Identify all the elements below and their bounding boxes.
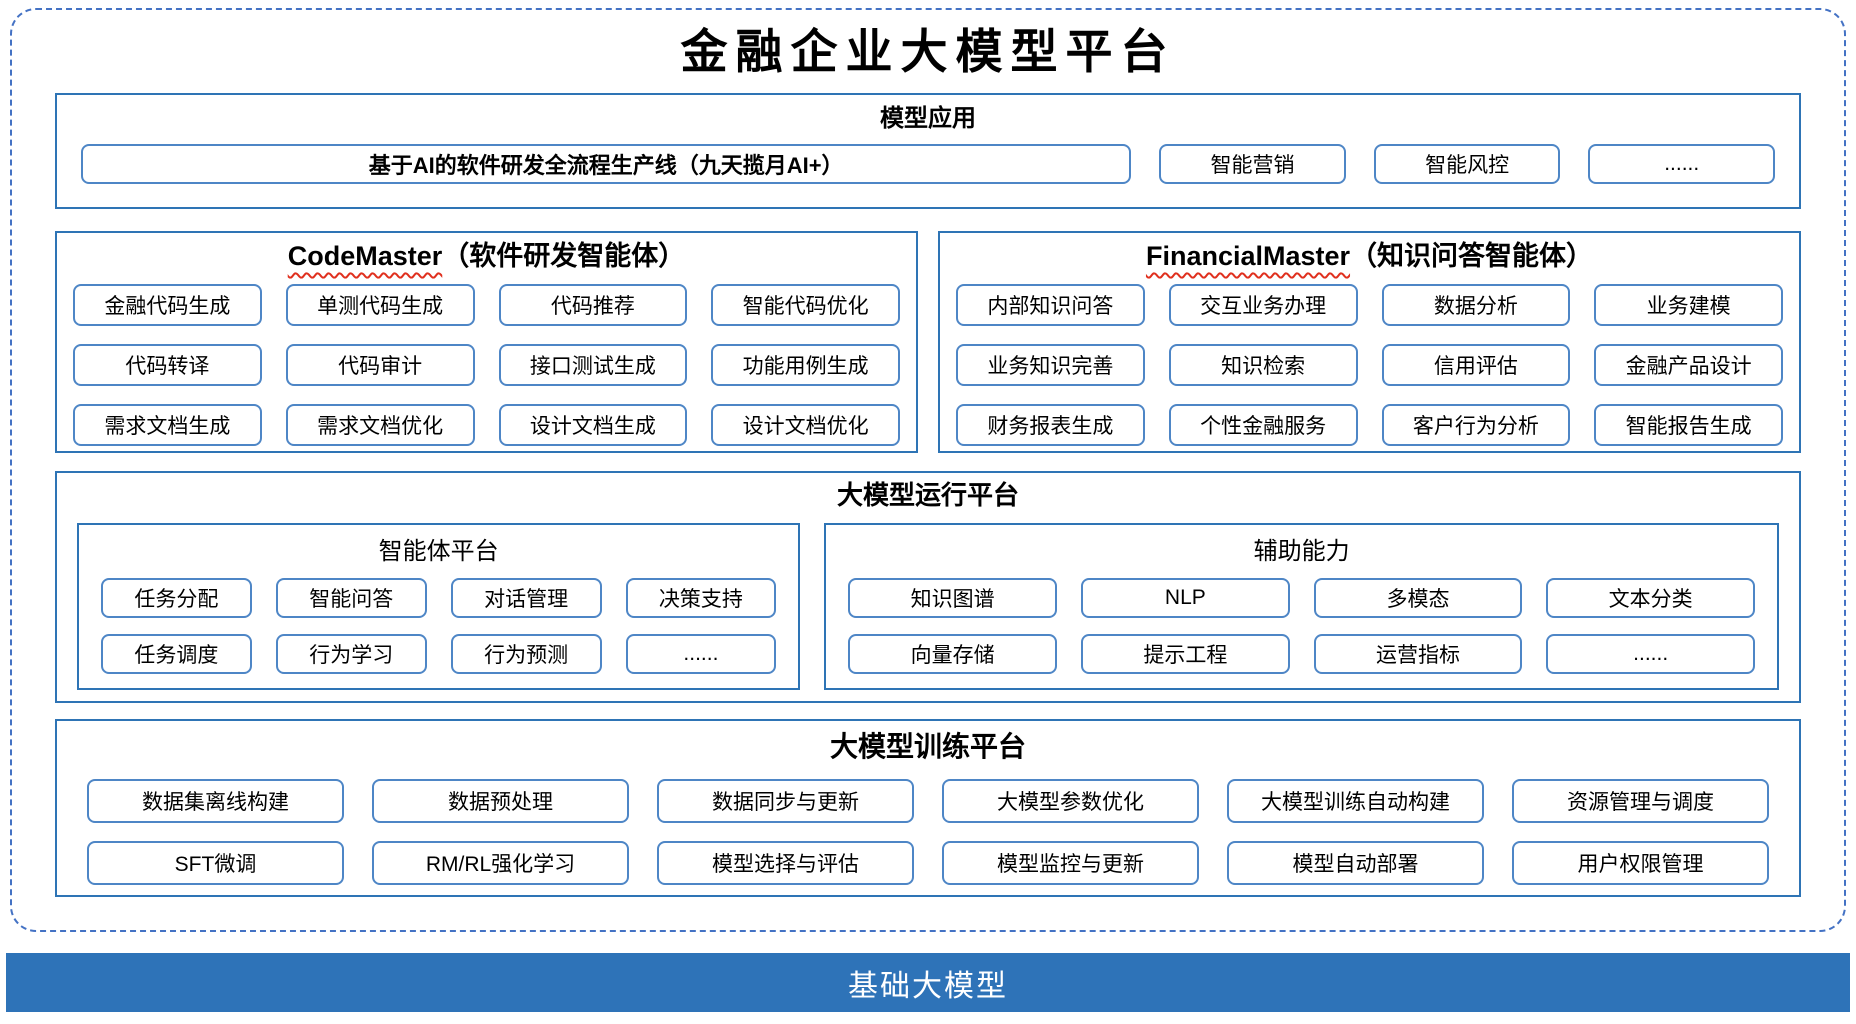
aux-ability-box: 多模态 (1313, 577, 1523, 618)
financialmaster-title-zh: （知识问答智能体） (1350, 240, 1594, 271)
agent-platform-box: 任务调度 (101, 633, 252, 674)
financialmaster-capability-box: 金融产品设计 (1594, 343, 1783, 386)
training-capability-box: 模型监控与更新 (942, 841, 1199, 886)
codemaster-capability-box: 代码审计 (285, 343, 475, 386)
app-box-ellipsis: ...... (1588, 143, 1775, 184)
platform-outer-frame: 金融企业大模型平台 模型应用 基于AI的软件研发全流程生产线（九天揽月AI+） … (10, 8, 1846, 932)
agent-platform-box: 智能问答 (275, 577, 427, 618)
training-capability-box: 数据预处理 (372, 779, 629, 824)
financialmaster-capability-box: 个性金融服务 (1168, 403, 1358, 446)
training-capability-box: 用户权限管理 (1512, 841, 1769, 886)
codemaster-capability-box: 设计文档优化 (711, 403, 900, 446)
run-platform-row: 智能体平台 任务分配 智能问答 对话管理 决策支持 任务调度 行为学习 行为预测… (77, 522, 1779, 690)
codemaster-grid: 金融代码生成 单测代码生成 代码推荐 智能代码优化 代码转译 代码审计 接口测试… (73, 283, 900, 446)
codemaster-capability-box: 功能用例生成 (711, 343, 900, 386)
app-box: 智能营销 (1159, 143, 1346, 184)
financialmaster-title-en: FinancialMaster (1145, 240, 1351, 271)
training-capability-box: 资源管理与调度 (1512, 779, 1769, 824)
aux-ability-box: 知识图谱 (848, 577, 1057, 618)
codemaster-capability-box: 代码推荐 (498, 283, 688, 326)
agent-platform-box: 对话管理 (450, 577, 602, 618)
subsection-agent-platform: 智能体平台 任务分配 智能问答 对话管理 决策支持 任务调度 行为学习 行为预测… (77, 522, 801, 690)
financialmaster-capability-box: 业务知识完善 (956, 343, 1145, 386)
financialmaster-capability-box: 业务建模 (1594, 283, 1783, 326)
codemaster-capability-box: 智能代码优化 (711, 283, 900, 326)
codemaster-title-zh: （软件研发智能体） (442, 240, 686, 271)
training-capability-box: 模型自动部署 (1227, 841, 1484, 886)
financialmaster-capability-box: 智能报告生成 (1594, 403, 1783, 446)
financialmaster-grid: 内部知识问答 交互业务办理 数据分析 业务建模 业务知识完善 知识检索 信用评估… (956, 283, 1783, 446)
agent-platform-box: 行为预测 (450, 633, 602, 674)
aux-ability-box-ellipsis: ...... (1546, 633, 1755, 674)
app-box: 智能风控 (1373, 143, 1561, 184)
agent-platform-box: 决策支持 (625, 577, 777, 618)
section-model-applications: 模型应用 基于AI的软件研发全流程生产线（九天揽月AI+） 智能营销 智能风控 … (55, 92, 1801, 209)
agent-platform-box: 行为学习 (275, 633, 427, 674)
agent-platform-box: 任务分配 (101, 577, 252, 618)
aux-ability-box: 提示工程 (1081, 633, 1290, 674)
agents-row: CodeMaster（软件研发智能体） 金融代码生成 单测代码生成 代码推荐 智… (55, 230, 1801, 453)
codemaster-capability-box: 单测代码生成 (285, 283, 475, 326)
app-main-box: 基于AI的软件研发全流程生产线（九天揽月AI+） (81, 143, 1132, 184)
aux-ability-header: 辅助能力 (1253, 537, 1350, 565)
model-applications-row: 基于AI的软件研发全流程生产线（九天揽月AI+） 智能营销 智能风控 .....… (81, 143, 1775, 184)
model-applications-header: 模型应用 (880, 104, 976, 132)
section-codemaster: CodeMaster（软件研发智能体） 金融代码生成 单测代码生成 代码推荐 智… (55, 230, 918, 453)
financialmaster-header: FinancialMaster（知识问答智能体） (956, 239, 1783, 274)
aux-ability-box: 文本分类 (1546, 577, 1755, 618)
training-capability-box: 数据同步与更新 (657, 779, 914, 824)
training-capability-box: SFT微调 (87, 841, 344, 886)
section-train-platform: 大模型训练平台 数据集离线构建 数据预处理 数据同步与更新 大模型参数优化 大模… (55, 718, 1801, 897)
section-financialmaster: FinancialMaster（知识问答智能体） 内部知识问答 交互业务办理 数… (938, 230, 1801, 453)
run-platform-header: 大模型运行平台 (836, 479, 1019, 510)
agent-platform-box-ellipsis: ...... (625, 633, 777, 674)
financialmaster-capability-box: 知识检索 (1168, 343, 1358, 386)
base-model-bar: 基础大模型 (6, 953, 1850, 1012)
section-run-platform: 大模型运行平台 智能体平台 任务分配 智能问答 对话管理 决策支持 任务调度 行… (55, 470, 1801, 703)
financialmaster-capability-box: 信用评估 (1381, 343, 1571, 386)
training-capability-box: 数据集离线构建 (87, 779, 344, 824)
codemaster-capability-box: 接口测试生成 (498, 343, 688, 386)
aux-ability-grid: 知识图谱 NLP 多模态 文本分类 向量存储 提示工程 运营指标 ...... (848, 577, 1755, 674)
financialmaster-capability-box: 内部知识问答 (956, 283, 1145, 326)
codemaster-capability-box: 需求文档优化 (285, 403, 475, 446)
financialmaster-capability-box: 客户行为分析 (1381, 403, 1571, 446)
codemaster-title-en: CodeMaster (287, 240, 443, 271)
training-capability-box: 大模型参数优化 (942, 779, 1199, 824)
codemaster-header: CodeMaster（软件研发智能体） (73, 239, 900, 274)
train-platform-grid: 数据集离线构建 数据预处理 数据同步与更新 大模型参数优化 大模型训练自动构建 … (87, 779, 1769, 886)
agent-platform-header: 智能体平台 (378, 537, 499, 565)
financialmaster-capability-box: 数据分析 (1381, 283, 1571, 326)
financialmaster-capability-box: 财务报表生成 (956, 403, 1145, 446)
page-title: 金融企业大模型平台 (680, 25, 1176, 80)
aux-ability-box: 向量存储 (848, 633, 1057, 674)
codemaster-capability-box: 需求文档生成 (73, 403, 262, 446)
training-capability-box: 大模型训练自动构建 (1227, 779, 1484, 824)
training-capability-box: RM/RL强化学习 (372, 841, 629, 886)
codemaster-capability-box: 设计文档生成 (498, 403, 688, 446)
financialmaster-capability-box: 交互业务办理 (1168, 283, 1358, 326)
training-capability-box: 模型选择与评估 (657, 841, 914, 886)
codemaster-capability-box: 代码转译 (73, 343, 262, 386)
aux-ability-box: NLP (1081, 577, 1290, 618)
codemaster-capability-box: 金融代码生成 (73, 283, 262, 326)
aux-ability-box: 运营指标 (1313, 633, 1523, 674)
agent-platform-grid: 任务分配 智能问答 对话管理 决策支持 任务调度 行为学习 行为预测 .....… (101, 577, 777, 674)
train-platform-header: 大模型训练平台 (829, 730, 1026, 762)
subsection-aux-ability: 辅助能力 知识图谱 NLP 多模态 文本分类 向量存储 提示工程 运营指标 ..… (824, 522, 1779, 690)
